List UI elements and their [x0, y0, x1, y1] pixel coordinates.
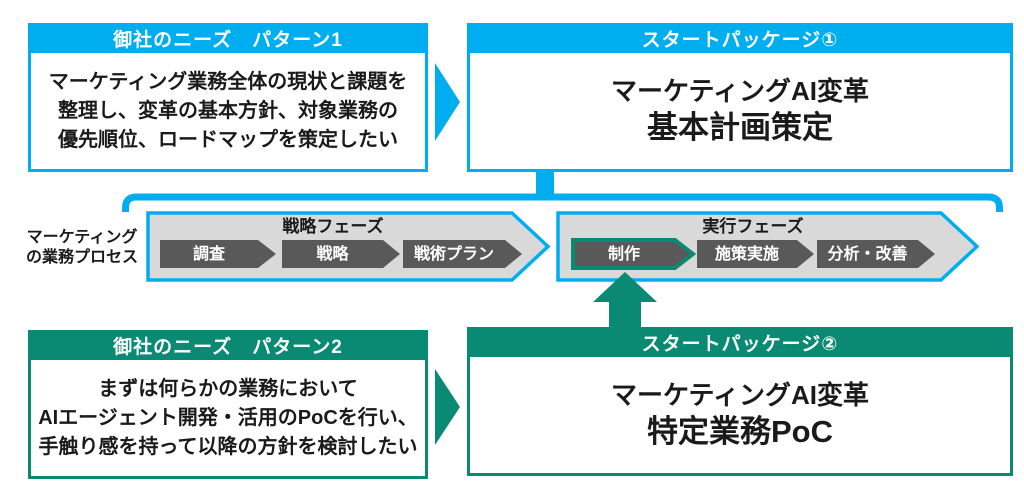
needs-pattern1-box: 御社のニーズ パターン1 マーケティング業務全体の現状と課題を 整理し、変革の基…: [28, 23, 428, 172]
needs2-to-package2-arrow-icon: [435, 369, 460, 445]
needs-pattern2-body: まずは何らかの業務において AIエージェント開発・活用のPoCを行い、 手触り感…: [28, 360, 428, 479]
step-shisaku-jisshi-chevron: [697, 240, 814, 268]
step-senryaku-label: 戦略: [316, 246, 349, 263]
package1-scope-bracket: [122, 193, 1003, 212]
start-package2-box: スタートパッケージ② マーケティングAI変革 特定業務PoC: [467, 327, 1013, 476]
strategy-phase-title: 戦略フェーズ: [282, 217, 384, 236]
step-bunseki-kaizen-chevron: [817, 240, 935, 268]
start-package1-header: スタートパッケージ①: [467, 23, 1013, 53]
start-package2-title-line2: 特定業務PoC: [647, 414, 833, 449]
start-package2-body: マーケティングAI変革 特定業務PoC: [467, 357, 1013, 476]
process-label-line2: の業務プロセス: [25, 249, 138, 266]
needs1-to-package1-arrow-icon: [435, 63, 460, 141]
start-package1-box: スタートパッケージ① マーケティングAI変革 基本計画策定: [467, 23, 1013, 172]
start-package1-title-line2: 基本計画策定: [647, 110, 833, 145]
package2-to-seisaku-arrow-icon: [593, 272, 657, 331]
needs-pattern2-line1: まずは何らかの業務において: [98, 377, 358, 400]
execution-phase-title: 実行フェーズ: [702, 217, 804, 236]
step-seisaku-chevron-highlighted: [571, 238, 697, 270]
start-package2-title-line1: マーケティングAI変革: [611, 380, 869, 410]
needs-pattern2-line3: 手触り感を持って以降の方針を検討したい: [38, 435, 418, 458]
needs-pattern1-line2: 整理し、変革の基本方針、対象業務の: [58, 99, 398, 122]
needs-pattern1-body: マーケティング業務全体の現状と課題を 整理し、変革の基本方針、対象業務の 優先順…: [28, 53, 428, 172]
process-label-line1: マーケティング: [26, 229, 138, 246]
process-label: マーケティング の業務プロセス: [16, 228, 148, 268]
step-chosa-chevron: [160, 240, 276, 268]
needs-pattern2-box: 御社のニーズ パターン2 まずは何らかの業務において AIエージェント開発・活用…: [28, 330, 428, 479]
needs-pattern1-line3: 優先順位、ロードマップを策定したい: [58, 128, 398, 151]
step-chosa-label: 調査: [192, 246, 225, 263]
needs-pattern1-line1: マーケティング業務全体の現状と課題を: [48, 70, 408, 93]
start-package2-header: スタートパッケージ②: [467, 327, 1013, 357]
step-bunseki-kaizen-label: 分析・改善: [827, 246, 908, 263]
step-seisaku-label: 制作: [607, 246, 640, 263]
needs-pattern2-header: 御社のニーズ パターン2: [28, 330, 428, 360]
needs-pattern1-header: 御社のニーズ パターン1: [28, 23, 428, 53]
step-shisaku-jisshi-label: 施策実施: [714, 246, 779, 263]
step-senjutsu-plan-chevron: [403, 240, 522, 268]
step-senjutsu-plan-label: 戦術プラン: [413, 246, 494, 263]
start-package1-body: マーケティングAI変革 基本計画策定: [467, 53, 1013, 172]
start-package1-title-line1: マーケティングAI変革: [611, 76, 869, 106]
needs-pattern2-line2: AIエージェント開発・活用のPoCを行い、: [38, 406, 418, 429]
step-senryaku-chevron: [282, 240, 400, 268]
package1-connector-stem: [536, 169, 554, 200]
